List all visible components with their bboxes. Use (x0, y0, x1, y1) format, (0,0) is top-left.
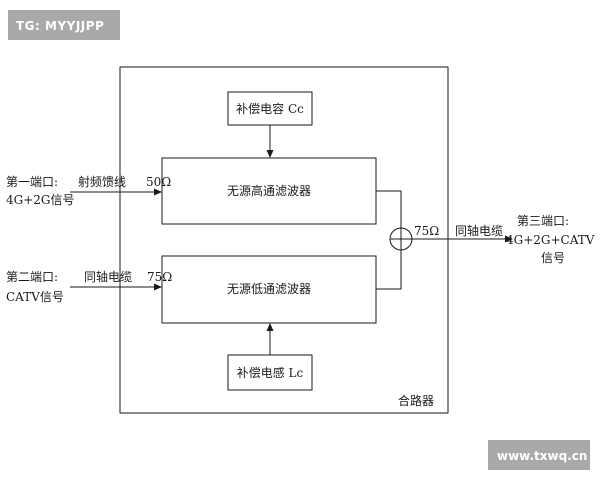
port2-feed-label: 同轴电缆 (84, 269, 132, 284)
watermark-bottom: www.txwq.cn (497, 449, 587, 463)
watermark-top-bg (8, 10, 120, 40)
port3-signal: 4G+2G+CATV (506, 233, 595, 247)
combiner-label: 合路器 (398, 393, 434, 408)
output-feed-label: 同轴电缆 (455, 223, 503, 238)
port3-title: 第三端口: (517, 214, 569, 228)
watermark-top: TG: MYYJJPP (16, 19, 104, 33)
lowpass-output-line (376, 250, 402, 290)
output-impedance: 75Ω (414, 224, 439, 238)
highpass-output-line (376, 190, 402, 228)
port1-signal: 4G+2G信号 (6, 193, 75, 207)
highpass-filter-label: 无源高通滤波器 (227, 183, 311, 198)
port1-feed-label: 射频馈线 (78, 174, 126, 189)
port2-title: 第二端口: (6, 270, 58, 284)
port2-impedance: 75Ω (147, 270, 172, 284)
combiner-box (119, 66, 449, 414)
port2-signal: CATV信号 (6, 290, 64, 304)
port1-impedance: 50Ω (146, 175, 171, 189)
lowpass-filter-label: 无源低通滤波器 (227, 282, 311, 296)
compensation-inductor-label: 补偿电感 Lc (237, 365, 304, 380)
compensation-capacitor-label: 补偿电容 Cc (236, 101, 304, 116)
port1-title: 第一端口: (6, 175, 58, 189)
watermark-bottom-bg (488, 440, 590, 470)
summing-junction (389, 227, 413, 251)
port3-signal-suffix: 信号 (541, 251, 565, 265)
